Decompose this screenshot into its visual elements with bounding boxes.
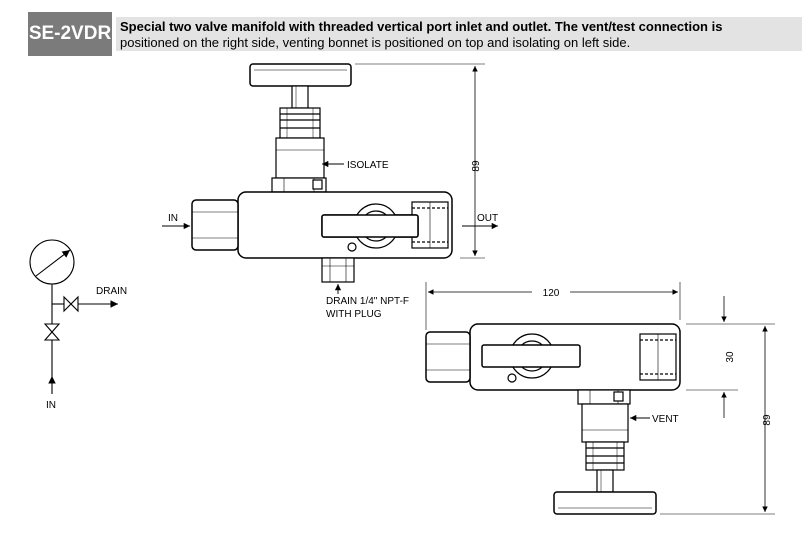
top-handle (249, 63, 352, 87)
top-bonnet (275, 137, 325, 179)
label-drain-line2: WITH PLUG (326, 309, 382, 320)
dim-height-bottom: 89 (762, 414, 773, 426)
top-inlet-hex (191, 199, 239, 251)
dim-body-height: 30 (725, 351, 736, 363)
bottom-view (425, 323, 681, 515)
label-schematic-in: IN (46, 400, 56, 411)
description-bold: Special two valve manifold with threaded… (120, 19, 723, 34)
top-view (191, 63, 453, 283)
label-isolate: ISOLATE (347, 160, 389, 171)
description-regular: positioned on the right side, venting bo… (120, 35, 631, 50)
bottom-bonnet (581, 403, 629, 443)
bottom-body-lever (481, 344, 581, 368)
drain-valve-symbol (63, 295, 79, 313)
model-badge: SE-2VDR (28, 12, 112, 56)
header: SE-2VDR Special two valve manifold with … (28, 12, 803, 56)
isolate-valve-symbol (43, 323, 61, 341)
dim-width-bottom: 120 (543, 288, 560, 299)
top-stem (291, 85, 309, 109)
description-box: Special two valve manifold with threaded… (116, 17, 802, 51)
schematic (29, 239, 118, 394)
dim-height-top: 89 (471, 160, 482, 172)
label-out: OUT (477, 213, 498, 224)
gauge-symbol (29, 239, 75, 285)
bottom-handle (553, 491, 657, 515)
bottom-stem (596, 469, 614, 493)
label-in-top: IN (168, 213, 178, 224)
top-drain-plug (321, 257, 355, 283)
bottom-left-hex (425, 331, 471, 383)
label-schematic-drain: DRAIN (96, 286, 127, 297)
label-vent: VENT (652, 414, 679, 425)
top-packing-nut (279, 107, 321, 139)
label-drain-line1: DRAIN 1/4" NPT-F (326, 296, 409, 307)
